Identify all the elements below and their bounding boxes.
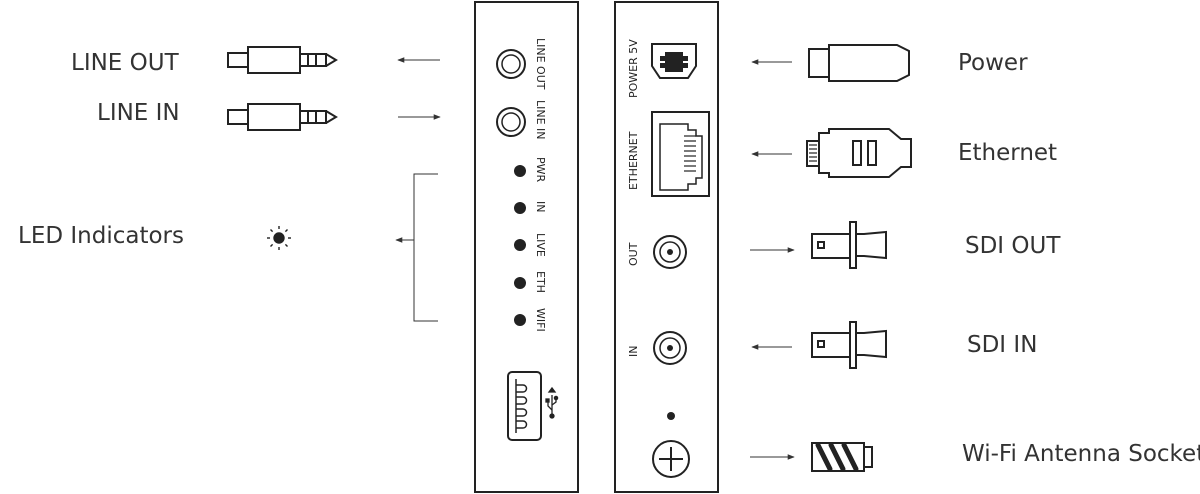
led-wifi (514, 314, 526, 326)
indicator-dot (667, 412, 675, 420)
power-5v-port (651, 43, 697, 79)
left-panel (474, 1, 579, 493)
ethernet-port (651, 111, 710, 197)
plus-circle-icon (652, 440, 690, 478)
sdi-in-plug (811, 321, 887, 369)
line-out-plug (227, 46, 338, 74)
sdi-out-port (653, 235, 687, 269)
led-live (514, 239, 526, 251)
led-in (514, 202, 526, 214)
port-label-line-out: LINE OUT (534, 38, 547, 90)
led-pwr (514, 165, 526, 177)
line-out-label: LINE OUT (71, 50, 179, 76)
ethernet-plug (806, 128, 912, 178)
line-in-label: LINE IN (97, 100, 180, 126)
usb-port (507, 371, 542, 441)
port-label-ethernet: ETHERNET (627, 131, 640, 190)
sdi-out-plug (811, 221, 887, 269)
led-indicators-label: LED Indicators (18, 223, 184, 249)
port-label-power-5v: POWER 5V (627, 39, 640, 98)
led-label-eth: ETH (534, 271, 547, 293)
led-eth (514, 277, 526, 289)
line-out-jack (496, 49, 526, 79)
sun-icon (267, 226, 291, 250)
led-label-live: LIVE (534, 233, 547, 257)
wifi-antenna-socket-label: Wi-Fi Antenna Socket (962, 441, 1200, 467)
usb-icon (545, 386, 559, 419)
line-in-jack (496, 107, 526, 137)
power-plug (808, 44, 910, 82)
ethernet-label: Ethernet (958, 140, 1058, 166)
power-label: Power (958, 50, 1028, 76)
sdi-in-port (653, 331, 687, 365)
sdi-out-label: SDI OUT (965, 233, 1061, 259)
port-label-in: IN (627, 346, 640, 357)
led-label-in: IN (534, 201, 547, 212)
led-bracket (413, 173, 438, 322)
led-label-wifi: WIFI (534, 308, 547, 332)
led-label-pwr: PWR (534, 157, 547, 183)
port-label-out: OUT (627, 242, 640, 266)
line-in-plug (227, 103, 338, 131)
wifi-antenna-plug (811, 442, 873, 472)
port-label-line-in: LINE IN (534, 100, 547, 140)
sdi-in-label: SDI IN (967, 332, 1038, 358)
right-panel (614, 1, 719, 493)
